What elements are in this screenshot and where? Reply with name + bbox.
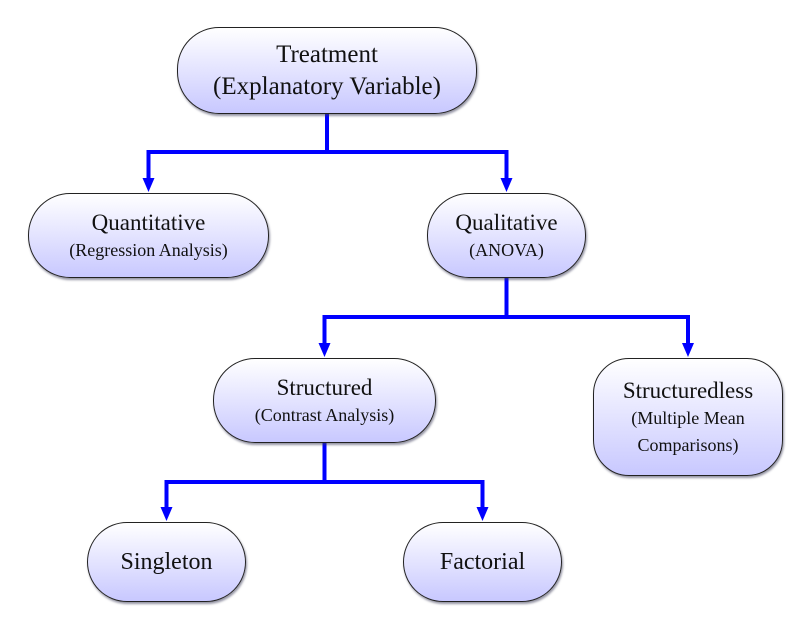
node-quantitative-subtitle: (Regression Analysis) xyxy=(69,240,228,260)
node-quantitative-title: Quantitative xyxy=(91,210,206,235)
node-singleton-title: Singleton xyxy=(120,548,213,575)
node-quantitative: Quantitative (Regression Analysis) xyxy=(28,193,269,278)
edge-line xyxy=(164,480,325,509)
edge-line xyxy=(146,150,327,180)
edge-root-to-qualitative xyxy=(327,150,513,192)
arrowhead-icon xyxy=(160,507,173,521)
node-treatment-title: Treatment xyxy=(276,40,378,68)
node-factorial: Factorial xyxy=(403,522,562,602)
node-structuredless-subtitle-line1: (Multiple Mean xyxy=(631,407,745,428)
edge-qualitative-to-structuredless xyxy=(506,315,694,357)
edge-line xyxy=(322,315,507,345)
node-structured: Structured (Contrast Analysis) xyxy=(213,358,436,443)
node-treatment-subtitle: (Explanatory Variable) xyxy=(213,72,441,100)
arrowhead-icon xyxy=(500,178,513,192)
node-structuredless-title: Structuredless xyxy=(622,377,754,403)
arrowhead-icon xyxy=(476,507,489,521)
edge-line xyxy=(324,480,485,509)
node-structuredless-subtitle-line2: Comparisons) xyxy=(637,434,739,455)
node-treatment: Treatment (Explanatory Variable) xyxy=(177,27,477,114)
node-singleton: Singleton xyxy=(87,522,246,602)
node-qualitative-subtitle: (ANOVA) xyxy=(469,240,544,260)
edge-qualitative-to-structured xyxy=(318,315,507,357)
edge-structured-to-singleton xyxy=(160,480,325,521)
edge-structured-to-factorial xyxy=(324,480,489,521)
node-qualitative-title: Qualitative xyxy=(455,210,558,235)
arrowhead-icon xyxy=(142,178,155,192)
node-structured-subtitle: (Contrast Analysis) xyxy=(254,405,395,425)
edge-root-to-quantitative xyxy=(142,150,327,192)
node-factorial-title: Factorial xyxy=(439,548,526,575)
node-qualitative: Qualitative (ANOVA) xyxy=(427,193,586,278)
node-structured-title: Structured xyxy=(276,375,373,400)
edge-line xyxy=(327,150,509,180)
node-structuredless: Structuredless (Multiple Mean Comparison… xyxy=(593,358,783,476)
edge-line xyxy=(506,315,690,345)
arrowhead-icon xyxy=(318,343,331,357)
arrowhead-icon xyxy=(682,343,694,357)
